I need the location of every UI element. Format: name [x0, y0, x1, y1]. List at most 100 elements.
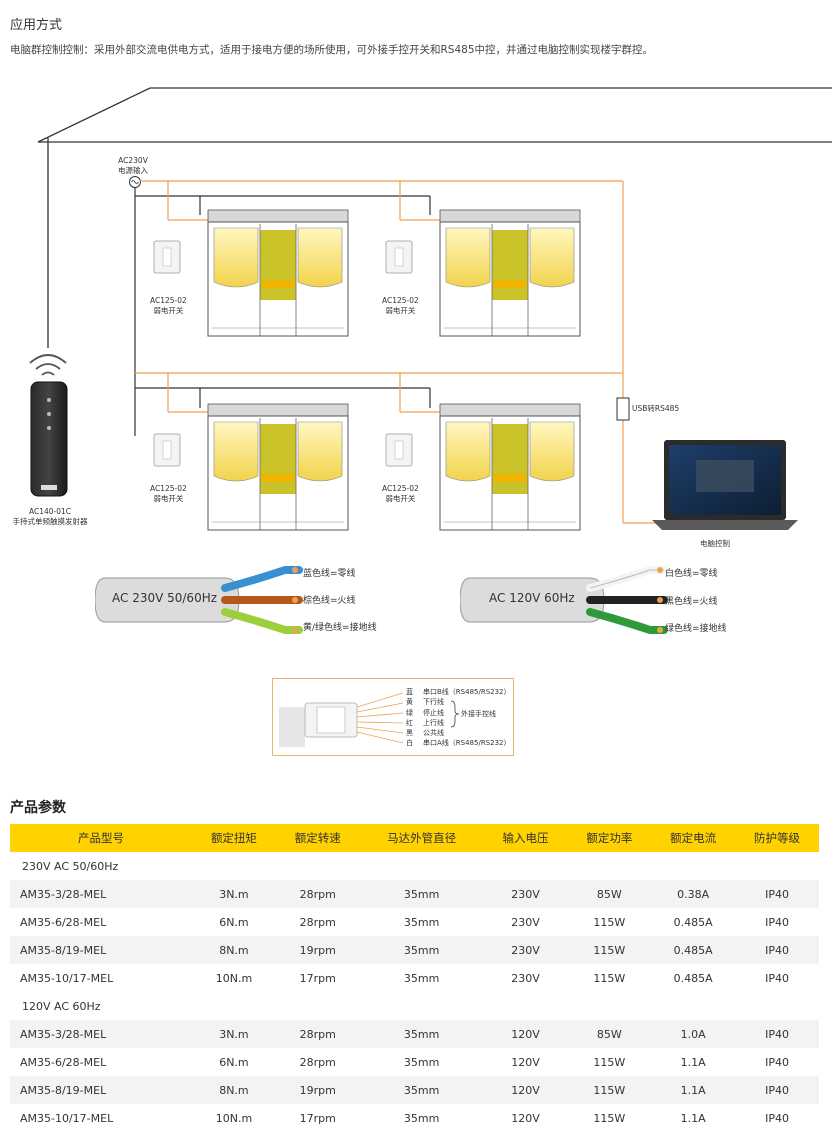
- table-cell: AM35-10/17-MEL: [20, 971, 114, 985]
- table-cell: 1.1A: [680, 1055, 706, 1069]
- table-cell: 115W: [593, 915, 626, 929]
- table-cell: 120V: [511, 1055, 540, 1069]
- col-voltage: 输入电压: [483, 824, 568, 852]
- table-cell: 230V: [511, 915, 540, 929]
- switch-name: 弱电开关: [153, 494, 184, 503]
- table-cell: IP40: [735, 880, 819, 908]
- wire-function-down: 下行线: [423, 698, 444, 707]
- table-cell: 0.485A: [651, 936, 736, 964]
- power-input-symbol: [129, 176, 141, 188]
- switch-name: 弱电开关: [385, 306, 416, 315]
- wall-switch-icon: [153, 240, 181, 274]
- col-model: 产品型号: [10, 824, 193, 852]
- wire-function-stop: 停止线: [423, 708, 444, 717]
- cable-120v-label: AC 120V 60Hz: [489, 591, 575, 605]
- power-wiring: [134, 188, 431, 436]
- table-cell: AM35-3/28-MEL: [10, 1020, 193, 1048]
- table-cell: 230V: [483, 880, 568, 908]
- table-cell: 28rpm: [299, 915, 336, 929]
- table-cell: IP40: [735, 936, 819, 964]
- wire-color-red: 红: [406, 718, 413, 727]
- cable-230v-label: AC 230V 50/60Hz: [112, 591, 218, 605]
- laptop-icon: [652, 440, 798, 530]
- wireless-signal-icon: [29, 354, 67, 376]
- table-cell: 115W: [593, 971, 626, 985]
- table-cell: 85W: [567, 1020, 652, 1048]
- remote-model: AC140-01C: [28, 507, 72, 516]
- wire-color-yellow: 黄: [406, 698, 413, 707]
- wall-switch-icon: [385, 240, 413, 274]
- wire-120-ground: 绿色线=接地线: [665, 624, 727, 634]
- col-diameter: 马达外管直径: [359, 824, 484, 852]
- window-unit: [439, 209, 581, 337]
- wire-230-neutral: 蓝色线=零线: [303, 569, 356, 579]
- params-title: 产品参数: [10, 800, 66, 816]
- table-cell: 1.0A: [651, 1020, 736, 1048]
- wall-switch-icon: [385, 433, 413, 467]
- wire-color-blue: 蓝: [406, 688, 413, 696]
- table-cell: 120V: [483, 1076, 568, 1104]
- group-row-120: 120V AC 60Hz: [10, 992, 819, 1020]
- table-cell: AM35-8/19-MEL: [10, 1076, 193, 1104]
- table-cell: 1.1A: [651, 1076, 736, 1104]
- pc-label: 电脑控制: [700, 539, 730, 548]
- table-cell: 17rpm: [299, 971, 336, 985]
- table-cell: 120V: [511, 1111, 540, 1125]
- switch-label-4: AC125-02 弱电开关: [382, 484, 419, 504]
- table-cell: 1.1A: [680, 1111, 706, 1125]
- wire-120-live: 黑色线=火线: [665, 597, 718, 607]
- col-speed: 额定转速: [275, 824, 360, 852]
- wire-function-a: 串口A线（RS485/RS232）: [423, 739, 511, 748]
- table-cell: 35mm: [403, 915, 440, 929]
- table-cell: 19rpm: [275, 936, 360, 964]
- window-unit: [439, 403, 581, 531]
- table-cell: AM35-6/28-MEL: [20, 1055, 107, 1069]
- table-cell: 28rpm: [275, 1020, 360, 1048]
- table-cell: 0.38A: [651, 880, 736, 908]
- table-cell: 35mm: [359, 936, 484, 964]
- table-cell: 115W: [567, 936, 652, 964]
- application-description: 电脑群控制控制：采用外部交流电供电方式，适用于接电方便的场所使用，可外接手控开关…: [10, 44, 653, 56]
- switch-label-1: AC125-02 弱电开关: [150, 296, 187, 316]
- spec-table: 产品型号 额定扭矩 额定转速 马达外管直径 输入电压 额定功率 额定电流 防护等…: [10, 824, 819, 1132]
- table-cell: 6N.m: [219, 1055, 249, 1069]
- wire-function-b: 串口B线（RS485/RS232）: [423, 688, 511, 696]
- connector-bracket-label: 外接手控线: [461, 710, 496, 718]
- connector-colors: 蓝 黄 绿 红 黑 白: [406, 687, 413, 749]
- col-ip: 防护等级: [735, 824, 819, 852]
- col-torque: 额定扭矩: [192, 824, 276, 852]
- switch-model: AC125-02: [150, 296, 187, 305]
- window-unit: [207, 403, 349, 531]
- table-cell: 0.485A: [673, 915, 713, 929]
- table-cell: IP40: [765, 1055, 789, 1069]
- usb-rs485-label: USB转RS485: [632, 404, 680, 413]
- cable-120v-diagram: [460, 566, 668, 634]
- table-cell: AM35-8/19-MEL: [10, 936, 193, 964]
- group-row-230: 230V AC 50/60Hz: [10, 852, 819, 880]
- table-cell: 3N.m: [192, 1020, 276, 1048]
- remote-label: AC140-01C 手持式单频触摸发射器: [10, 507, 90, 527]
- wall-switch-icon: [153, 433, 181, 467]
- switch-name: 弱电开关: [153, 306, 184, 315]
- switch-model: AC125-02: [382, 484, 419, 493]
- wire-function-common: 公共线: [423, 729, 444, 738]
- cable-230v-diagram: [95, 566, 303, 634]
- table-cell: 120V: [483, 1020, 568, 1048]
- power-input-label: AC230V 电源输入: [118, 156, 148, 176]
- col-current: 额定电流: [651, 824, 736, 852]
- table-cell: 28rpm: [299, 1055, 336, 1069]
- table-cell: 230V: [511, 971, 540, 985]
- table-cell: IP40: [765, 915, 789, 929]
- table-cell: 115W: [593, 1055, 626, 1069]
- table-cell: 230V: [483, 936, 568, 964]
- switch-name: 弱电开关: [385, 494, 416, 503]
- wire-120-neutral: 白色线=零线: [665, 569, 718, 579]
- table-cell: AM35-3/28-MEL: [10, 880, 193, 908]
- table-cell: 28rpm: [275, 880, 360, 908]
